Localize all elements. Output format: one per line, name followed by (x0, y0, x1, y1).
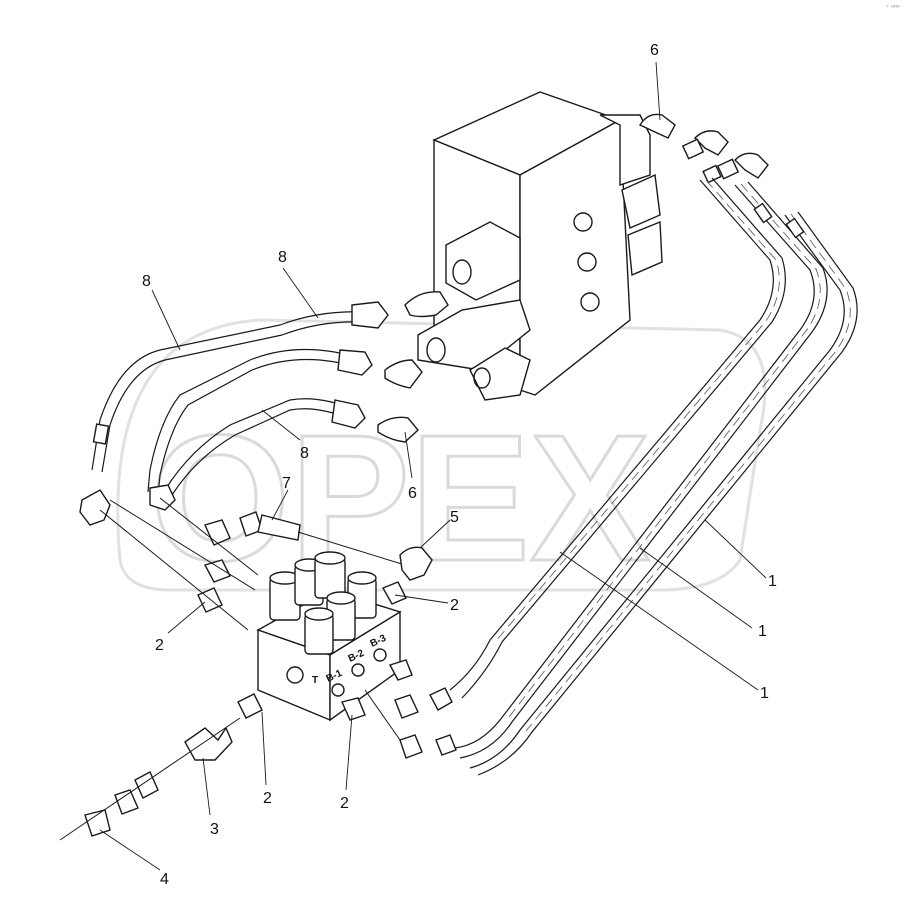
callout-6-top: 6 (650, 42, 659, 59)
distribution-block: T B-1 B-2 B-3 (256, 551, 402, 722)
callout-2-left: 2 (155, 637, 164, 654)
fitting-7 (239, 511, 406, 566)
fittings-3-4 (59, 717, 241, 841)
callout-8-top: 8 (278, 249, 287, 266)
adaptor-fittings (99, 497, 419, 741)
long-hoses (399, 177, 858, 776)
callout-1-middle: 1 (758, 623, 767, 640)
callout-3: 3 (210, 821, 219, 838)
leader-lines (99, 61, 767, 871)
callout-1-bottom: 1 (760, 685, 769, 702)
callout-2-bottom-left: 2 (263, 790, 272, 807)
left-elbows (79, 484, 176, 526)
callout-4: 4 (160, 871, 169, 888)
control-valve-block (417, 91, 663, 401)
callout-7: 7 (282, 475, 291, 492)
elbow-fittings-top (638, 113, 769, 184)
callout-6-lower: 6 (408, 485, 417, 502)
callout-1-top: 1 (768, 573, 777, 590)
callout-2-bottom-right: 2 (340, 795, 349, 812)
hoses-8 (91, 301, 389, 496)
callout-2-right: 2 (450, 597, 459, 614)
callout-labels: 6 8 8 8 6 7 5 2 2 2 2 3 4 1 1 1 (142, 42, 777, 888)
fitting-5 (399, 546, 433, 581)
port-label-t: T (312, 675, 318, 686)
valve-cartridges (269, 551, 377, 655)
corner-mark: ♂ ∞∞ (885, 4, 900, 10)
callout-5: 5 (450, 509, 459, 526)
callout-8-lower: 8 (300, 445, 309, 462)
elbow-fittings-valve (377, 291, 449, 443)
callout-8-left: 8 (142, 273, 151, 290)
